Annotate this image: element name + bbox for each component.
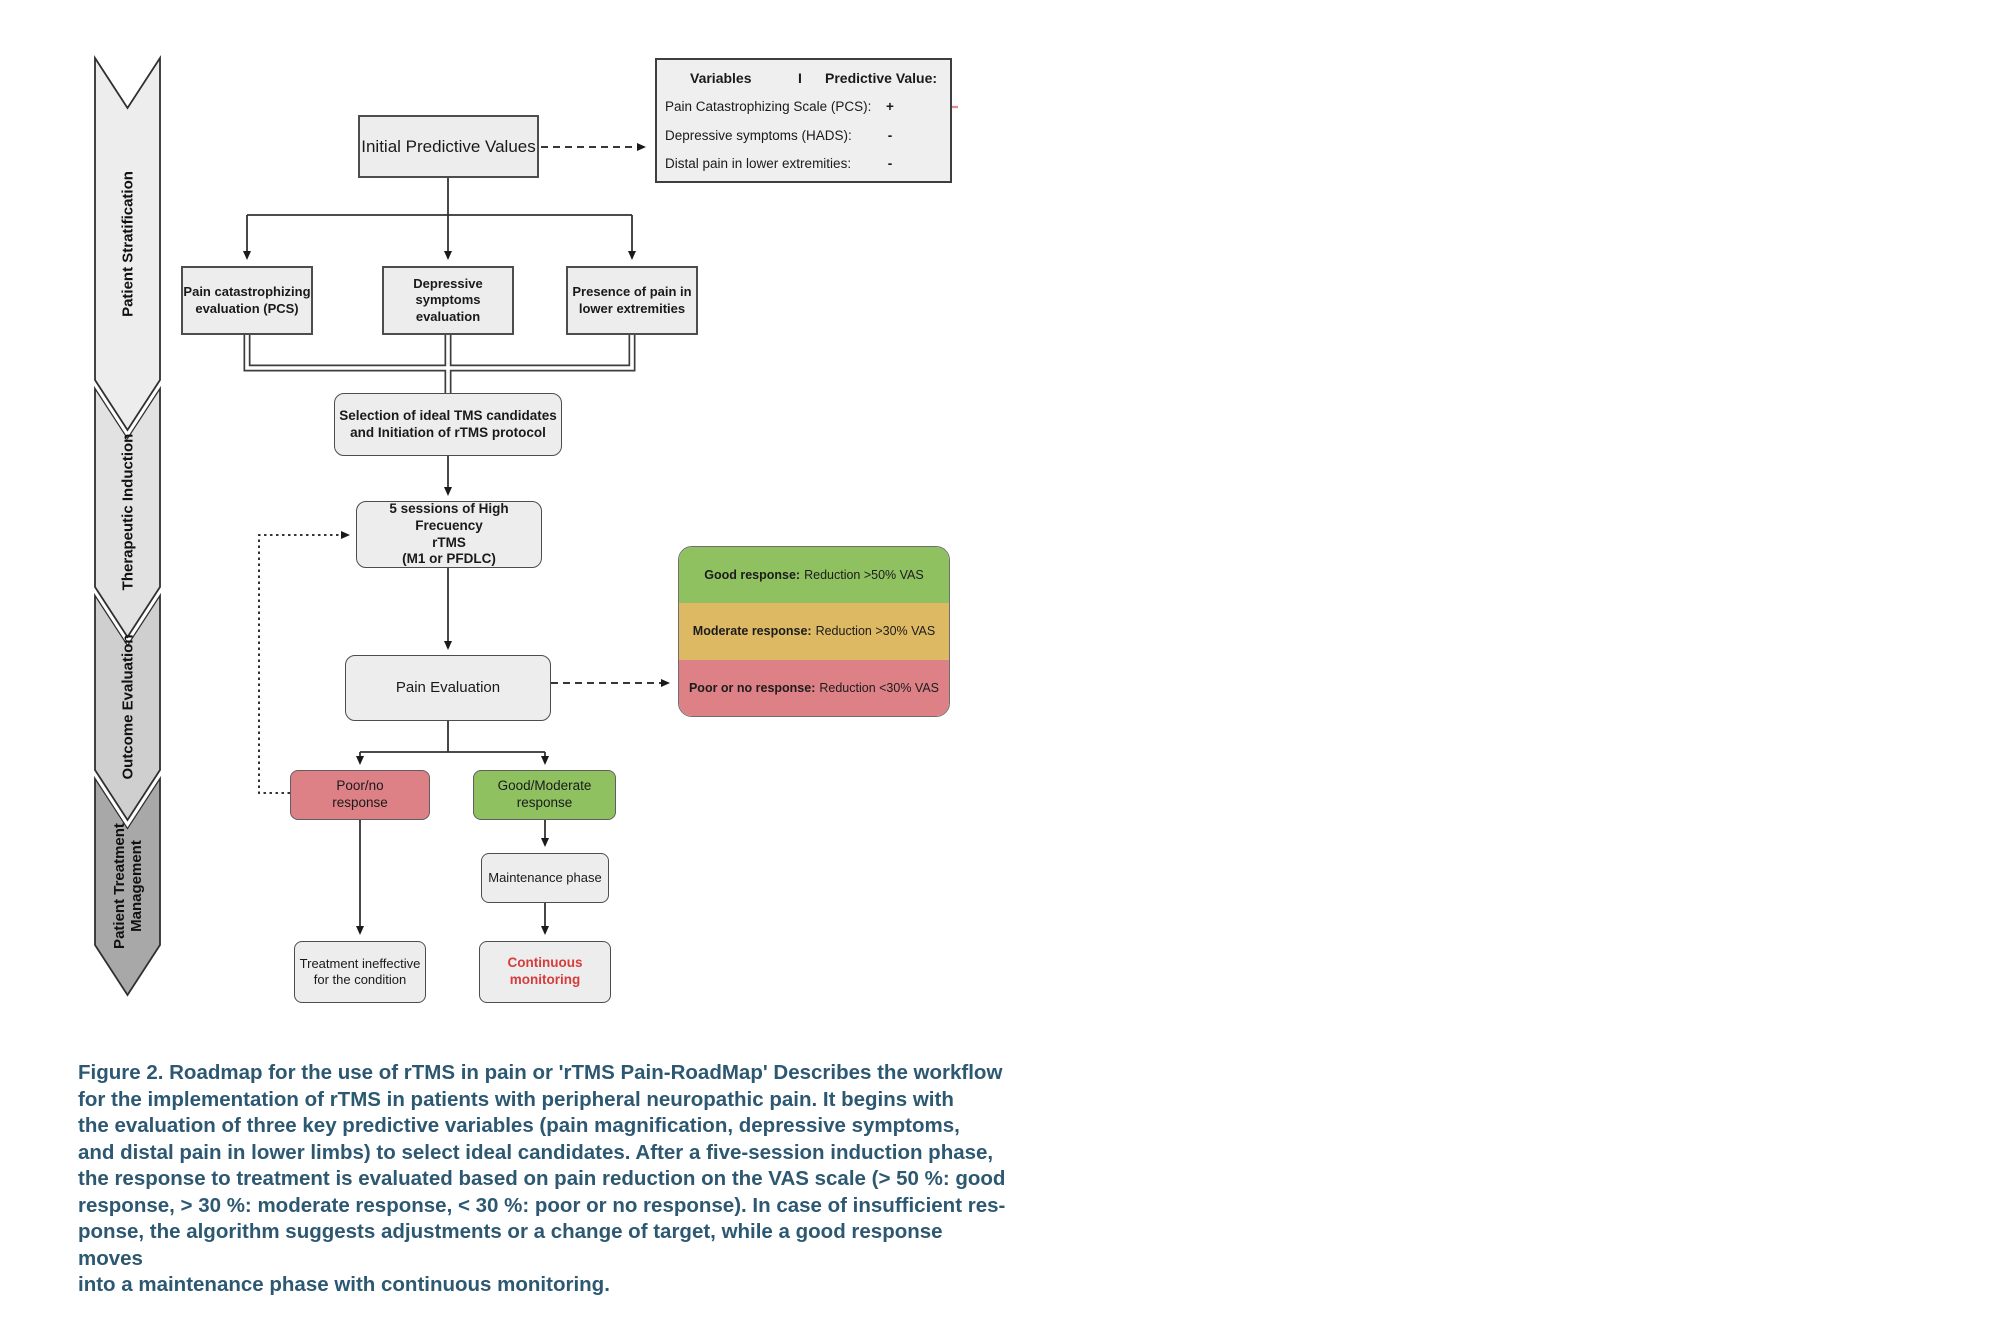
legend-poor-text: Reduction <30% VAS [819,680,940,695]
legend-moderate-text: Reduction >30% VAS [815,624,936,639]
table-row-variable: Distal pain in lower extremities: [665,156,852,171]
table-row: Pain Catastrophizing Scale (PCS): + [665,95,942,124]
predictive-table-header: Variables I Predictive Value: [665,66,942,95]
phase-label-patient-stratification: Patient Stratification [119,171,137,317]
legend-good-label: Good response: [704,568,801,583]
phase-label-patient-treatment-management: Patient Treatment Management [110,823,145,949]
table-row-value: - [887,156,893,171]
chevron-patient-treatment-management [94,774,161,997]
node-five-sessions-rtms: 5 sessions of High Frecuency rTMS (M1 or… [356,501,542,568]
node-continuous-monitoring: Continuous monitoring [479,941,611,1003]
table-header-variables: Variables [690,70,752,86]
table-row-variable: Depressive symptoms (HADS): [665,127,852,143]
legend-good-response: Good response:Reduction >50% VAS [679,547,949,604]
chevron-patient-stratification [94,54,161,432]
legend-poor-response: Poor or no response:Reduction <30% VAS [679,659,949,716]
phase-label-outcome-evaluation: Outcome Evaluation [119,634,137,780]
table-row-variable: Pain Catastrophizing Scale (PCS): [665,99,872,114]
connector-paineval-split [360,721,545,753]
table-row-value: - [887,127,893,143]
double-connector-outer [243,335,636,372]
table-row: Distal pain in lower extremities: - [665,152,942,181]
node-selection-tms-candidates: Selection of ideal TMS candidates and In… [334,393,562,456]
node-maintenance-phase: Maintenance phase [481,853,609,903]
node-pain-catastrophizing-evaluation: Pain catastrophizing evaluation (PCS) [181,266,313,335]
node-initial-predictive-values: Initial Predictive Values [358,115,539,178]
legend-moderate-response: Moderate response:Reduction >30% VAS [679,603,949,660]
legend-good-text: Reduction >50% VAS [804,568,924,583]
phase-label-therapeutic-induction: Therapeutic Induction [119,433,137,591]
table-row-value: + [886,99,894,114]
dotted-feedback-poor-to-sessions [258,531,350,794]
chevron-therapeutic-induction [94,384,161,639]
table-row: Depressive symptoms (HADS): - [665,124,942,153]
response-scale-legend: Good response:Reduction >50% VAS Moderat… [678,546,950,717]
table-header-predictive-value: Predictive Value: [825,70,938,86]
legend-poor-label: Poor or no response: [688,680,816,695]
node-poor-no-response: Poor/no response [290,770,430,820]
phase-chevron-bar [91,44,164,997]
legend-moderate-label: Moderate response: [692,624,812,639]
node-pain-evaluation: Pain Evaluation [345,655,551,721]
node-good-moderate-response: Good/Moderate response [473,770,616,820]
predictive-values-table: Variables I Predictive Value: Pain Catas… [655,58,952,183]
double-connector-inner [245,335,634,370]
table-header-divider: I [798,70,802,86]
chevron-outcome-evaluation [94,591,161,822]
node-depressive-symptoms-evaluation: Depressive symptoms evaluation [382,266,514,335]
node-pain-lower-extremities: Presence of pain in lower extremities [566,266,698,335]
node-treatment-ineffective: Treatment ineffective for the condition [294,941,426,1003]
figure-caption: Figure 2. Roadmap for the use of rTMS in… [78,1061,1006,1296]
